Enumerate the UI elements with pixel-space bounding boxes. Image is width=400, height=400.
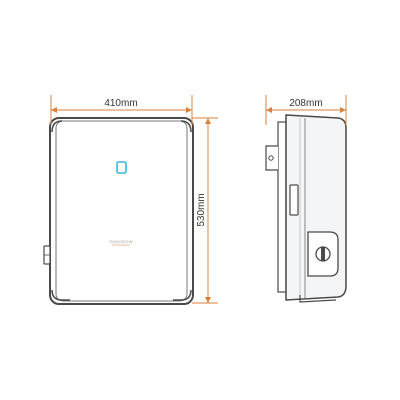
height-label: 530mm [196, 193, 207, 226]
front-left-bracket [51, 289, 70, 301]
depth-dimension: 208mm [265, 95, 347, 125]
side-wall-bracket [265, 145, 278, 171]
front-top-right-corner [180, 120, 192, 133]
side-mounting-plate [277, 121, 287, 293]
side-view [265, 114, 347, 303]
brand-logo: SUNGROW [109, 239, 132, 244]
depth-label: 208mm [289, 98, 322, 109]
side-slot [289, 184, 299, 216]
side-bottom-foot [299, 295, 337, 303]
front-cover [55, 120, 188, 302]
front-view: SUNGROW [43, 117, 194, 305]
front-right-bracket [173, 289, 192, 301]
width-label: 410mm [104, 98, 137, 109]
front-back-plate [49, 117, 194, 305]
front-top-left-corner [51, 120, 63, 133]
status-indicator-icon [116, 161, 127, 174]
height-dimension: 530mm [192, 117, 218, 304]
width-dimension: 410mm [50, 95, 193, 125]
